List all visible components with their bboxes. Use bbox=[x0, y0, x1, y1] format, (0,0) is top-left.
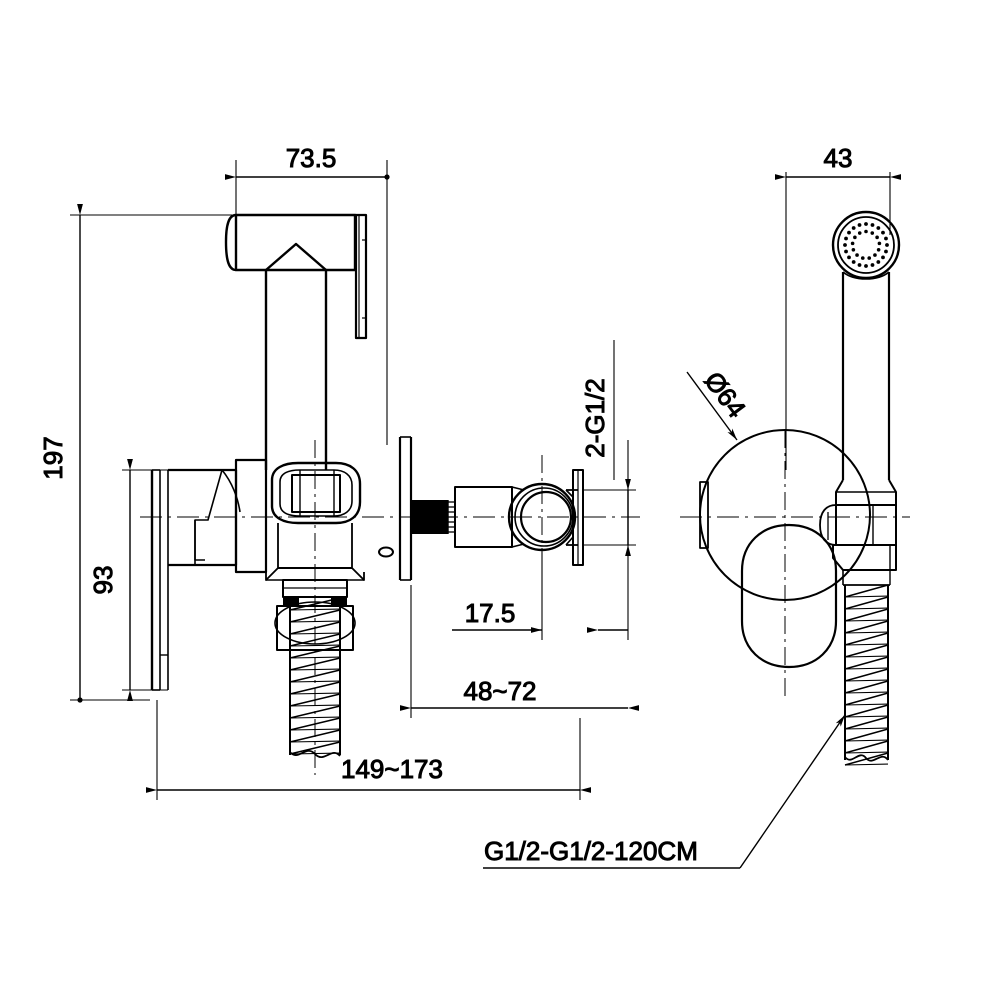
flexible-hose-right bbox=[844, 584, 889, 766]
right-view-dimensions: 43 Ø64 G1/2-G1/2-120CM bbox=[483, 143, 901, 869]
dimension-phi64: Ø64 bbox=[686, 365, 752, 441]
sprayer-hose-elbow bbox=[819, 504, 897, 586]
dimension-label-73-5: 73.5 bbox=[286, 143, 337, 173]
dimension-43: 43 bbox=[775, 143, 901, 470]
dimension-label-48-72: 48~72 bbox=[463, 676, 536, 706]
cartridge-ring bbox=[270, 461, 362, 525]
dimension-93: 93 bbox=[88, 459, 168, 701]
left-view-group bbox=[140, 213, 640, 775]
dimension-label-2-g1-2: 2-G1/2 bbox=[580, 378, 610, 458]
dimension-label-17-5: 17.5 bbox=[465, 598, 516, 628]
spray-handle-assembly bbox=[224, 213, 368, 470]
handheld-sprayer bbox=[831, 210, 901, 505]
dimension-48-72: 48~72 bbox=[400, 585, 639, 718]
dimension-197: 197 bbox=[38, 204, 232, 703]
annotation-hose-note: G1/2-G1/2-120CM bbox=[483, 714, 846, 869]
dimension-label-197: 197 bbox=[38, 436, 68, 479]
mixer-body bbox=[168, 458, 268, 574]
annotation-label-hose: G1/2-G1/2-120CM bbox=[484, 836, 698, 866]
dimension-17-5: 17.5 bbox=[452, 552, 543, 640]
wall-plate bbox=[150, 469, 169, 691]
dimension-73-5: 73.5 bbox=[225, 143, 390, 445]
dimension-label-93: 93 bbox=[88, 566, 118, 595]
right-view-group bbox=[680, 210, 910, 766]
dimension-label-149-173: 149~173 bbox=[341, 754, 443, 784]
dimension-149-173: 149~173 bbox=[146, 700, 591, 800]
wall-flange bbox=[378, 436, 413, 581]
dimension-label-43: 43 bbox=[824, 143, 853, 173]
left-view-dimensions: 73.5 197 93 17.5 48~72 bbox=[38, 143, 639, 800]
dimension-2-g1-2: 2-G1/2 bbox=[580, 340, 636, 556]
mixer-body-front bbox=[740, 523, 838, 669]
dimension-label-phi64: Ø64 bbox=[698, 366, 752, 423]
